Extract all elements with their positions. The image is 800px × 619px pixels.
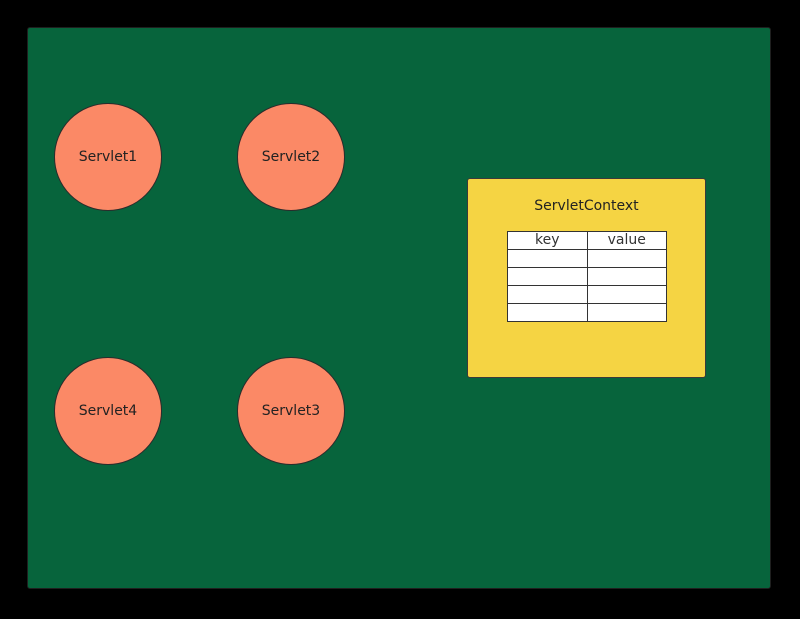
servlet-label-3: Servlet3 bbox=[261, 403, 321, 419]
servlet-node-2[interactable]: Servlet2 bbox=[237, 103, 345, 211]
servlet-node-1[interactable]: Servlet1 bbox=[54, 103, 162, 211]
table-header-row: key value bbox=[507, 231, 667, 250]
servlet-label-2: Servlet2 bbox=[261, 149, 321, 165]
table-cell-key bbox=[507, 267, 588, 286]
table-cell-key bbox=[507, 285, 588, 304]
table-cell-value bbox=[586, 285, 667, 304]
table-cell-value bbox=[586, 303, 667, 322]
servlet-label-4: Servlet4 bbox=[78, 403, 138, 419]
table-row bbox=[507, 267, 667, 286]
servlet-label-1: Servlet1 bbox=[78, 149, 138, 165]
key-value-table: key value bbox=[507, 231, 667, 322]
table-cell-value bbox=[586, 249, 667, 268]
servlet-context-box[interactable]: ServletContext key value bbox=[467, 178, 706, 378]
table-row bbox=[507, 249, 667, 268]
column-header-key: key bbox=[507, 231, 588, 250]
table-cell-key bbox=[507, 249, 588, 268]
table-row bbox=[507, 285, 667, 304]
servlet-node-3[interactable]: Servlet3 bbox=[237, 357, 345, 465]
table-cell-value bbox=[586, 267, 667, 286]
column-header-value: value bbox=[586, 231, 667, 250]
table-cell-key bbox=[507, 303, 588, 322]
servlet-node-4[interactable]: Servlet4 bbox=[54, 357, 162, 465]
table-row bbox=[507, 303, 667, 322]
servlet-context-title: ServletContext bbox=[534, 198, 639, 214]
